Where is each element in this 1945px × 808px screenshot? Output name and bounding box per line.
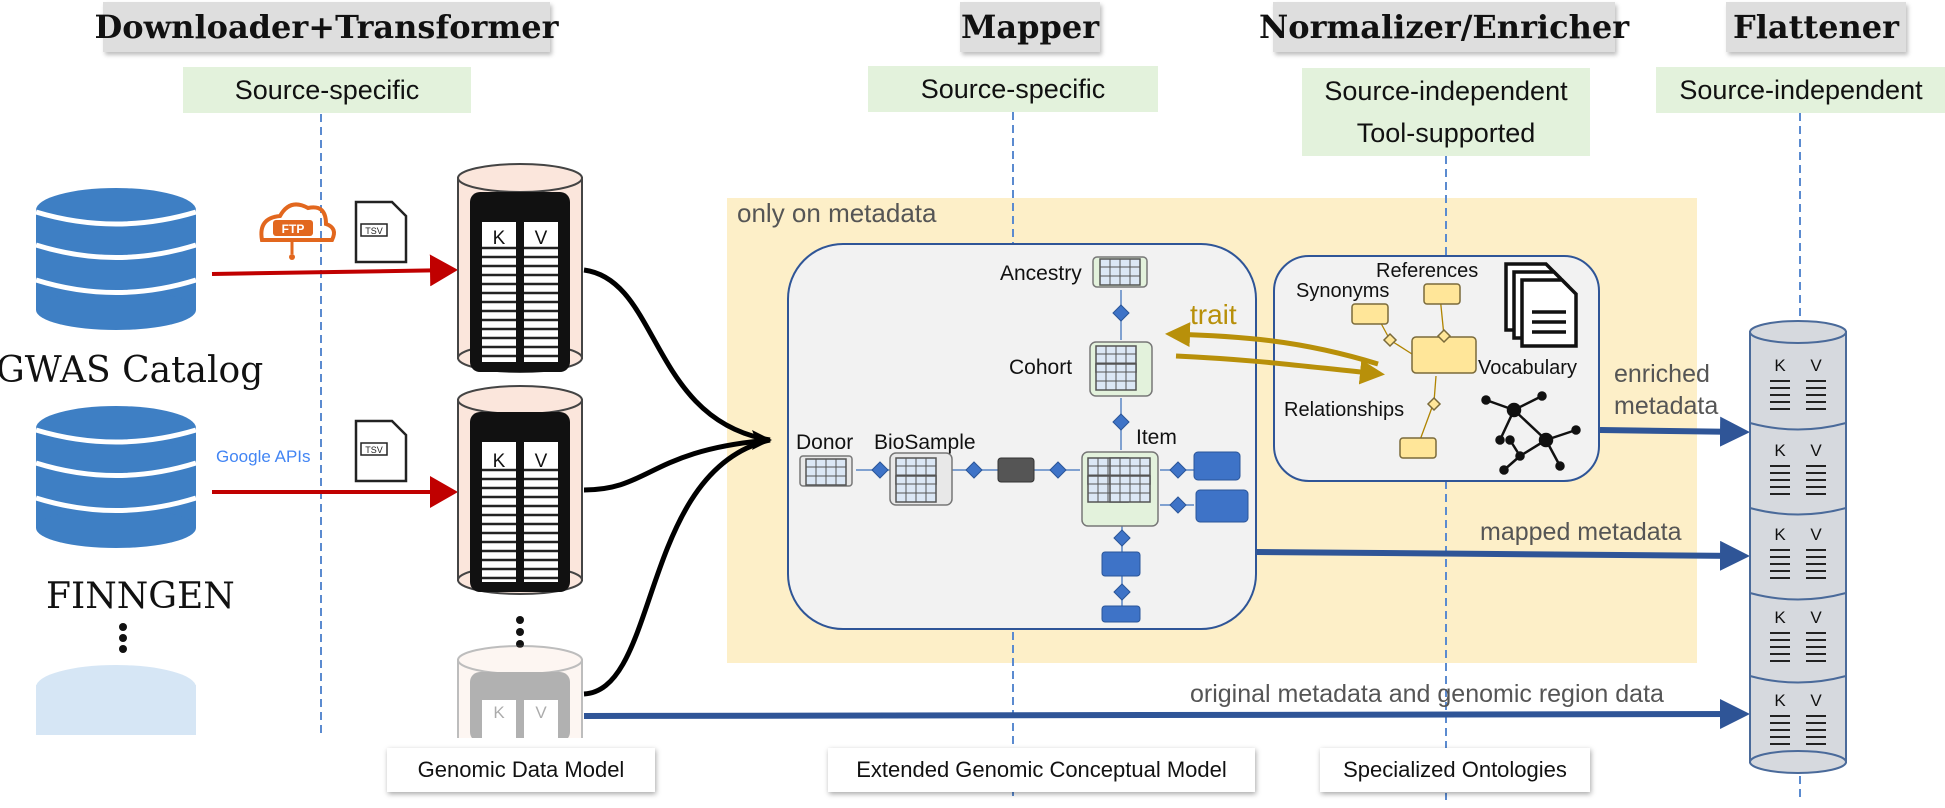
mapper-input-arrowhead bbox=[752, 430, 772, 450]
references-label: References bbox=[1376, 260, 1478, 282]
original-data-arrow bbox=[583, 699, 1750, 730]
enriched-label-2: metadata bbox=[1614, 392, 1718, 420]
flattener-kv-labels: K V K V K V K V K V bbox=[1774, 356, 1822, 710]
source-ellipsis bbox=[119, 623, 127, 653]
tsv-file-icon-2: TSV bbox=[354, 419, 408, 483]
subheader-flattener-text: Source-independent bbox=[1679, 75, 1923, 105]
flat-v-1: V bbox=[1810, 356, 1822, 375]
ancestry-label: Ancestry bbox=[1000, 262, 1082, 285]
enriched-label-1: enriched bbox=[1614, 360, 1710, 388]
gwas-database-icon bbox=[35, 188, 197, 330]
gdm-2-v: V bbox=[535, 451, 548, 472]
donor-entity bbox=[799, 455, 853, 487]
mapper-input-curves bbox=[583, 267, 771, 697]
genomic-data-model-label: Genomic Data Model bbox=[387, 748, 655, 792]
flat-k-3: K bbox=[1774, 525, 1786, 544]
subheader-mapper-text: Source-specific bbox=[920, 74, 1106, 104]
dataset-entity bbox=[997, 457, 1035, 483]
enriched-metadata-arrow bbox=[1599, 416, 1750, 447]
specialized-ontologies-label: Specialized Ontologies bbox=[1320, 748, 1590, 792]
gdm-3-k: K bbox=[493, 703, 505, 722]
subheader-flattener: Source-independent bbox=[1656, 67, 1945, 113]
subheader-downloader: Source-specific bbox=[183, 67, 471, 113]
ergcm-panel bbox=[787, 243, 1257, 630]
trait-arrow-right bbox=[1175, 353, 1385, 385]
subheader-mapper: Source-specific bbox=[868, 66, 1158, 112]
gwas-ingest-arrow bbox=[211, 254, 458, 287]
biosample-label: BioSample bbox=[874, 431, 976, 454]
mapped-metadata-arrow bbox=[1255, 540, 1750, 571]
trait-label: trait bbox=[1190, 299, 1237, 330]
header-normalizer: Normalizer/Enricher bbox=[1259, 2, 1629, 52]
gdm-1-k: K bbox=[493, 228, 506, 249]
item-label: Item bbox=[1136, 426, 1177, 449]
extended-model-label: Extended Genomic Conceptual Model bbox=[828, 748, 1255, 792]
flat-v-3: V bbox=[1810, 525, 1822, 544]
tsv-label-1: TSV bbox=[365, 226, 383, 236]
finngen-label: FINNGEN bbox=[46, 576, 235, 617]
erd-diamonds bbox=[871, 304, 1187, 601]
ftp-label: FTP bbox=[282, 222, 305, 236]
tsv-file-icon-1: TSV bbox=[354, 200, 408, 264]
gdm-1-v: V bbox=[535, 228, 548, 249]
item-entity bbox=[1081, 451, 1159, 527]
gdm-cylinder-2: K V bbox=[457, 385, 583, 595]
flat-k-5: K bbox=[1774, 691, 1786, 710]
mapped-metadata-label: mapped metadata bbox=[1480, 518, 1682, 546]
network-graph-icon bbox=[1481, 391, 1581, 475]
gdm-2-k: K bbox=[493, 451, 506, 472]
ftp-cloud-icon: FTP bbox=[259, 202, 336, 260]
flat-k-2: K bbox=[1774, 441, 1786, 460]
cohort-entity bbox=[1089, 341, 1153, 397]
original-data-label: original metadata and genomic region dat… bbox=[1190, 680, 1664, 708]
flat-v-4: V bbox=[1810, 608, 1822, 627]
header-mapper: Mapper bbox=[960, 2, 1100, 52]
ontology-nodes bbox=[1351, 283, 1477, 459]
ancestry-entity bbox=[1092, 256, 1148, 288]
gwas-catalog-label: GWAS Catalog bbox=[0, 350, 263, 391]
google-apis-label: Google APIs bbox=[216, 447, 311, 466]
header-flattener: Flattener bbox=[1726, 2, 1906, 52]
biosample-entity bbox=[889, 452, 953, 506]
faded-database-icon bbox=[36, 665, 196, 735]
erd-small-entities bbox=[1101, 451, 1249, 623]
trait-arrow-left bbox=[1165, 322, 1379, 367]
relationships-label: Relationships bbox=[1284, 399, 1404, 421]
tsv-label-2: TSV bbox=[365, 445, 383, 455]
header-downloader: Downloader+Transformer bbox=[95, 2, 558, 52]
metadata-region-label: only on metadata bbox=[737, 198, 937, 228]
documents-icon bbox=[1504, 262, 1578, 348]
cohort-label: Cohort bbox=[1009, 356, 1072, 379]
flat-v-2: V bbox=[1810, 441, 1822, 460]
subheader-downloader-text: Source-specific bbox=[234, 75, 420, 105]
subheader-normalizer: Source-independent Tool-supported bbox=[1302, 68, 1590, 156]
subheader-normalizer-line1: Source-independent bbox=[1324, 76, 1568, 106]
donor-label: Donor bbox=[796, 431, 853, 454]
synonyms-label: Synonyms bbox=[1296, 280, 1389, 302]
flattener-stack bbox=[1749, 320, 1847, 774]
subheader-normalizer-line2: Tool-supported bbox=[1356, 118, 1536, 148]
flat-k-1: K bbox=[1774, 356, 1786, 375]
gdm-ellipsis bbox=[516, 616, 524, 648]
vocabulary-label: Vocabulary bbox=[1478, 357, 1577, 379]
finngen-database-icon bbox=[35, 406, 197, 548]
flat-v-5: V bbox=[1810, 691, 1822, 710]
gdm-cylinder-1: K V bbox=[457, 163, 583, 373]
gdm-3-v: V bbox=[535, 703, 547, 722]
flat-k-4: K bbox=[1774, 608, 1786, 627]
gdm-cylinder-3-faded: K V bbox=[457, 645, 583, 742]
